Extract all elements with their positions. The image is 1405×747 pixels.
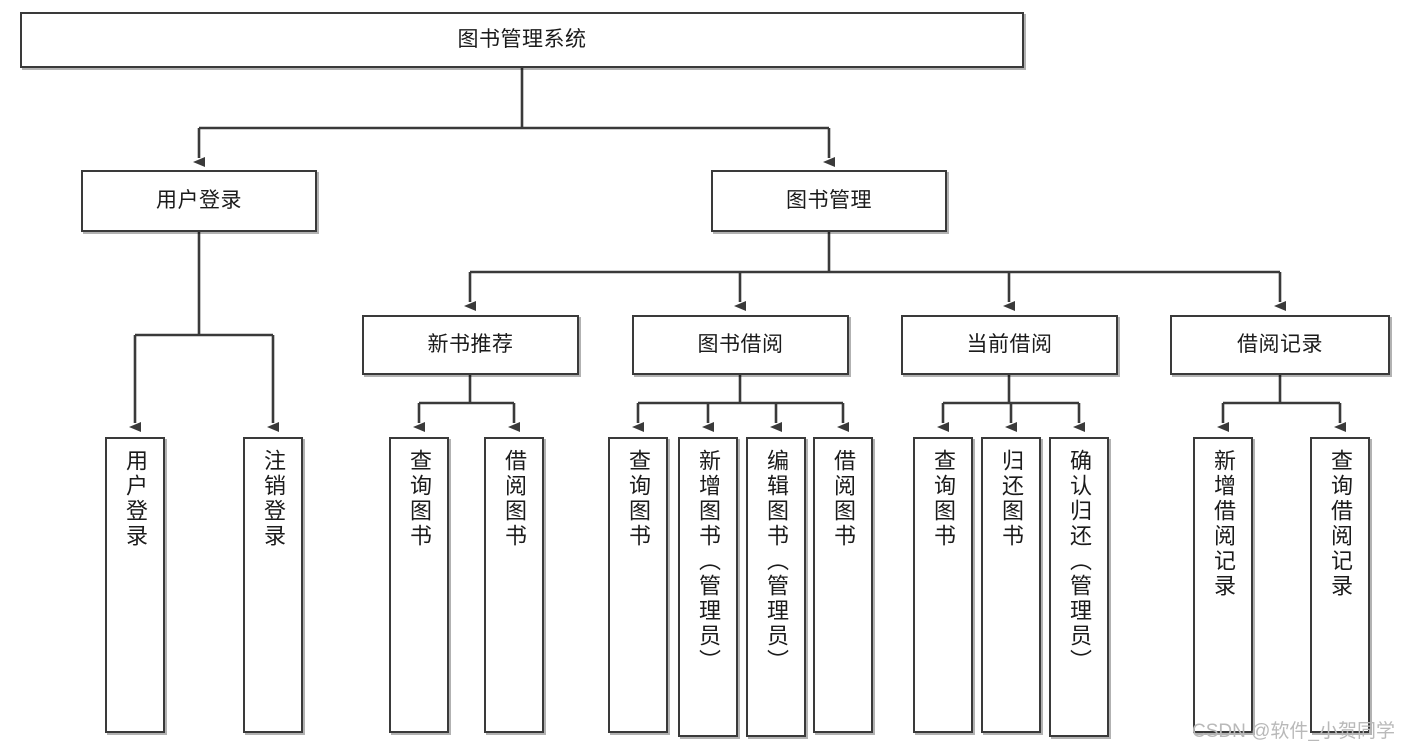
node-leaf-logout-label: 注销登录	[261, 449, 286, 549]
node-leaf-query-book-3-label: 查询图书	[931, 449, 956, 549]
node-leaf-borrow-book-1-label: 借阅图书	[502, 449, 527, 549]
node-new-book-recommend-label: 新书推荐	[427, 332, 514, 356]
node-leaf-borrow-book-1[interactable]: 借阅图书	[484, 437, 544, 733]
node-leaf-confirm-return-label: 确认归还（管理员）	[1067, 449, 1092, 674]
node-leaf-query-record[interactable]: 查询借阅记录	[1310, 437, 1370, 733]
node-leaf-edit-book[interactable]: 编辑图书（管理员）	[746, 437, 806, 737]
node-leaf-edit-book-label: 编辑图书（管理员）	[764, 449, 789, 674]
node-root[interactable]: 图书管理系统	[20, 12, 1024, 68]
csdn-watermark: CSDN @软件_小贺同学	[1192, 721, 1395, 742]
node-leaf-logout[interactable]: 注销登录	[243, 437, 303, 733]
node-leaf-add-record-label: 新增借阅记录	[1211, 449, 1236, 599]
node-leaf-query-book-1-label: 查询图书	[407, 449, 432, 549]
node-leaf-add-book[interactable]: 新增图书（管理员）	[678, 437, 738, 737]
node-leaf-add-book-label: 新增图书（管理员）	[696, 449, 721, 674]
node-current-borrow[interactable]: 当前借阅	[901, 315, 1118, 375]
node-leaf-user-login[interactable]: 用户登录	[105, 437, 165, 733]
node-user-login[interactable]: 用户登录	[81, 170, 317, 232]
node-user-login-label: 用户登录	[156, 188, 242, 212]
node-borrow-record[interactable]: 借阅记录	[1170, 315, 1390, 375]
node-leaf-borrow-book-2-label: 借阅图书	[831, 449, 856, 549]
node-book-borrow-label: 图书借阅	[697, 332, 784, 356]
node-leaf-user-login-label: 用户登录	[123, 449, 148, 549]
node-leaf-query-book-3[interactable]: 查询图书	[913, 437, 973, 733]
node-borrow-record-label: 借阅记录	[1237, 332, 1323, 356]
node-leaf-add-record[interactable]: 新增借阅记录	[1193, 437, 1253, 733]
node-leaf-confirm-return[interactable]: 确认归还（管理员）	[1049, 437, 1109, 737]
node-new-book-recommend[interactable]: 新书推荐	[362, 315, 579, 375]
node-leaf-return-book-label: 归还图书	[999, 449, 1024, 549]
node-root-label: 图书管理系统	[457, 27, 587, 51]
node-current-borrow-label: 当前借阅	[966, 332, 1053, 356]
node-leaf-query-book-2-label: 查询图书	[626, 449, 651, 549]
node-leaf-return-book[interactable]: 归还图书	[981, 437, 1041, 733]
node-book-borrow[interactable]: 图书借阅	[632, 315, 849, 375]
node-leaf-borrow-book-2[interactable]: 借阅图书	[813, 437, 873, 733]
node-book-manage[interactable]: 图书管理	[711, 170, 947, 232]
node-leaf-query-book-2[interactable]: 查询图书	[608, 437, 668, 733]
node-book-manage-label: 图书管理	[786, 188, 872, 212]
node-leaf-query-record-label: 查询借阅记录	[1328, 449, 1353, 599]
node-leaf-query-book-1[interactable]: 查询图书	[389, 437, 449, 733]
